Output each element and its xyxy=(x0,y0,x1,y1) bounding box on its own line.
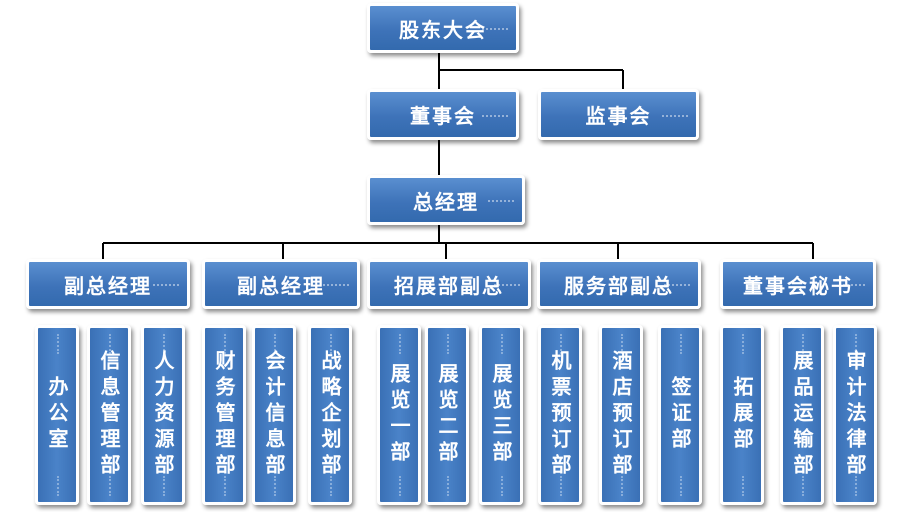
department-label: 酒店预订部 xyxy=(609,350,633,480)
department-box: 信息管理部 xyxy=(87,325,131,505)
general-manager-box: 总经理 xyxy=(367,175,525,225)
department-box: 展览二部 xyxy=(425,325,469,505)
department-box: 审计法律部 xyxy=(833,325,877,505)
department-label: 人力资源部 xyxy=(151,350,175,480)
general-manager-label: 总经理 xyxy=(413,189,479,214)
department-box: 办公室 xyxy=(35,325,79,505)
department-label: 展品运输部 xyxy=(790,350,814,480)
division-head-box: 董事会秘书 xyxy=(720,259,876,309)
department-box: 展览一部 xyxy=(377,325,421,505)
division-head-label: 副总经理 xyxy=(64,273,152,298)
department-box: 拓展部 xyxy=(720,325,764,505)
department-label: 办公室 xyxy=(45,376,69,454)
department-label: 签证部 xyxy=(668,376,692,454)
division-head-box: 服务部副总 xyxy=(537,259,701,309)
department-label: 展览一部 xyxy=(387,363,411,467)
department-box: 机票预订部 xyxy=(538,325,582,505)
department-box: 战略企划部 xyxy=(308,325,352,505)
division-head-label: 副总经理 xyxy=(237,273,325,298)
supervisory-board-label: 监事会 xyxy=(585,104,652,128)
division-head-box: 招展部副总 xyxy=(367,259,531,309)
department-box: 签证部 xyxy=(658,325,702,505)
department-box: 会计信息部 xyxy=(252,325,296,505)
department-label: 财务管理部 xyxy=(212,350,236,480)
department-label: 会计信息部 xyxy=(262,350,286,480)
division-head-box: 副总经理 xyxy=(26,259,190,309)
department-box: 展品运输部 xyxy=(780,325,824,505)
division-head-box: 副总经理 xyxy=(202,259,360,309)
division-head-label: 服务部副总 xyxy=(564,273,674,298)
department-label: 审计法律部 xyxy=(843,350,867,480)
department-label: 战略企划部 xyxy=(318,350,342,480)
division-head-label: 招展部副总 xyxy=(394,273,504,298)
board-of-directors-box: 董事会 xyxy=(367,89,519,140)
department-box: 展览三部 xyxy=(479,325,523,505)
supervisory-board-box: 监事会 xyxy=(538,89,699,140)
division-head-label: 董事会秘书 xyxy=(743,273,853,298)
department-label: 信息管理部 xyxy=(97,350,121,480)
shareholders-meeting-label: 股东大会 xyxy=(399,17,487,42)
shareholders-meeting-box: 股东大会 xyxy=(367,3,519,53)
department-label: 拓展部 xyxy=(730,376,754,454)
board-of-directors-label: 董事会 xyxy=(410,104,476,128)
department-label: 机票预订部 xyxy=(548,350,572,480)
department-box: 财务管理部 xyxy=(202,325,246,505)
department-box: 人力资源部 xyxy=(141,325,185,505)
department-box: 酒店预订部 xyxy=(599,325,643,505)
department-label: 展览二部 xyxy=(435,363,459,467)
department-label: 展览三部 xyxy=(489,363,513,467)
